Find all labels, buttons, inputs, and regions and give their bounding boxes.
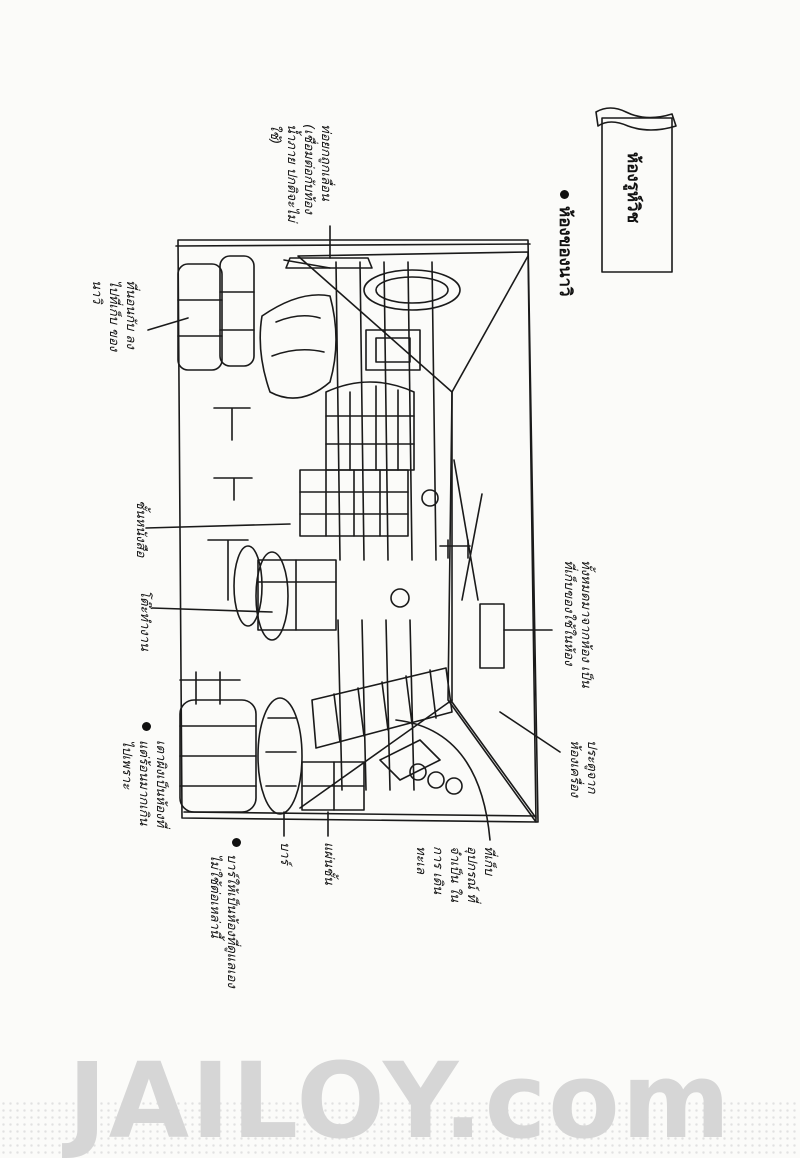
label-shelf-low: แผ่นชั้น (321, 842, 336, 885)
label-desk: โต๊ะทำงาน (137, 590, 152, 651)
hammock-sack (259, 294, 337, 399)
label-bookshelf: ชั้นหนังสือ (133, 500, 148, 558)
label-bar-note: บาร์ให้เป็นห้องที่ดูแลเอง ไม่ใช้ต่อเหล่า… (207, 854, 239, 988)
scan-grain (0, 1100, 800, 1158)
label-bar: บาร์ (277, 842, 292, 865)
oval-picture (363, 269, 461, 311)
bar-bullet (232, 838, 241, 847)
title-scroll-top (595, 107, 677, 131)
square-picture (365, 329, 421, 371)
stove-bullet (142, 722, 151, 731)
label-window-right: ทั้งหมดมาจากห้อง เป็นที่เก็บของใช้ในห้อง (561, 560, 593, 688)
stove-barrel (257, 697, 303, 815)
room-back-wall (297, 251, 537, 823)
label-pipe-top: ท่อยกถูกเลื่อน (เชื่อมต่อกับท้องน้ำภาย ป… (267, 124, 333, 223)
desk-drawing (257, 559, 337, 631)
barrel-top-left (177, 263, 223, 371)
staircase (311, 667, 453, 749)
bookshelf-arch (325, 381, 415, 471)
room-outer-frame (177, 239, 539, 823)
watermark: JAILOY.com (67, 1040, 733, 1158)
section-heading: ห้องของนาวิ (555, 206, 575, 297)
title-box-text: ห้องรูห์วิช (623, 152, 643, 224)
label-storage: ที่เก็บ อุปกรณ์ ที่จำเป็น ในการ เดินทะเล (413, 846, 496, 902)
label-door: ประตูจาก ห้องเครื่อง (567, 740, 599, 798)
label-stove: เตาผิงเป็นห้องที่ แต่ร้อนมากเกินไปเพราะ (119, 740, 168, 828)
label-stairs-upper: ที่นอนกับ ลงไปที่เก็บ ของนาวิ (89, 280, 138, 352)
section-heading-bullet (560, 190, 569, 199)
